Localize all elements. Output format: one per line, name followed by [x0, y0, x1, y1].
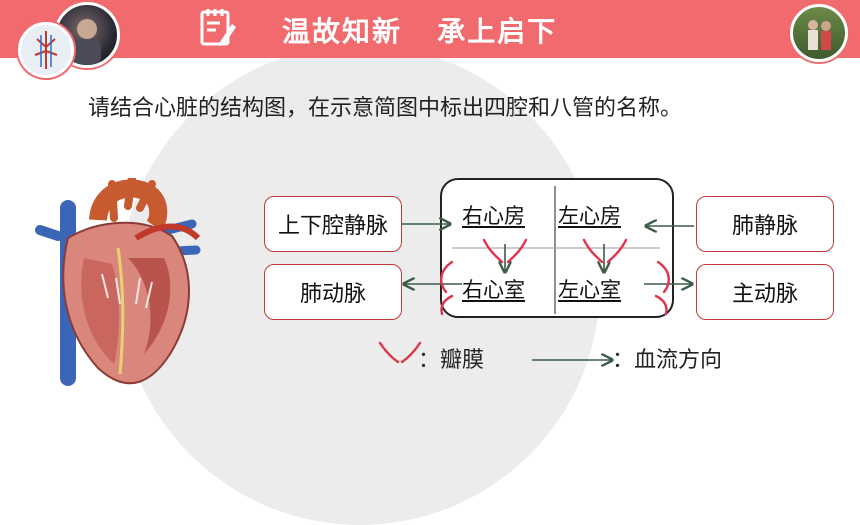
title-bar: 温故知新 承上启下 [0, 0, 860, 58]
left-ventricle-label: 左心室 [558, 278, 621, 302]
valve-mark-pulmonary [440, 260, 454, 316]
legend-flow-label: ：血流方向 [612, 348, 723, 373]
right-atrium-label: 右心房 [462, 204, 525, 228]
valve-mark-aortic [654, 260, 670, 316]
vena-cava-label: 上下腔静脉 [277, 214, 388, 239]
instruction-text: 请结合心脏的结构图，在示意简图中标出四腔和八管的名称。 [88, 96, 683, 121]
anatomy-thumbnail [18, 22, 74, 78]
heart-illustration [35, 178, 201, 386]
right-ventricle-label: 右心室 [462, 278, 525, 302]
legend-valve-label: ：瓣膜 [418, 348, 485, 373]
aorta-label: 主动脉 [731, 282, 798, 307]
note-edit-icon [200, 9, 236, 46]
legend-valve-icon [378, 341, 422, 364]
avatar-photo-right [790, 4, 848, 62]
diagram-overlay [378, 186, 694, 484]
pulmonary-artery-box: 肺动脉 [264, 264, 402, 320]
left-atrium-label: 左心房 [558, 204, 621, 228]
valve-mark-right-av [482, 238, 528, 264]
page-title: 温故知新 承上启下 [282, 15, 558, 48]
vena-cava-box: 上下腔静脉 [264, 196, 402, 252]
pulmonary-artery-label: 肺动脉 [299, 282, 366, 307]
pulmonary-vein-box: 肺静脉 [696, 196, 834, 252]
pulmonary-vein-label: 肺静脉 [731, 214, 798, 239]
valve-mark-left-av [582, 238, 628, 264]
aorta-box: 主动脉 [696, 264, 834, 320]
